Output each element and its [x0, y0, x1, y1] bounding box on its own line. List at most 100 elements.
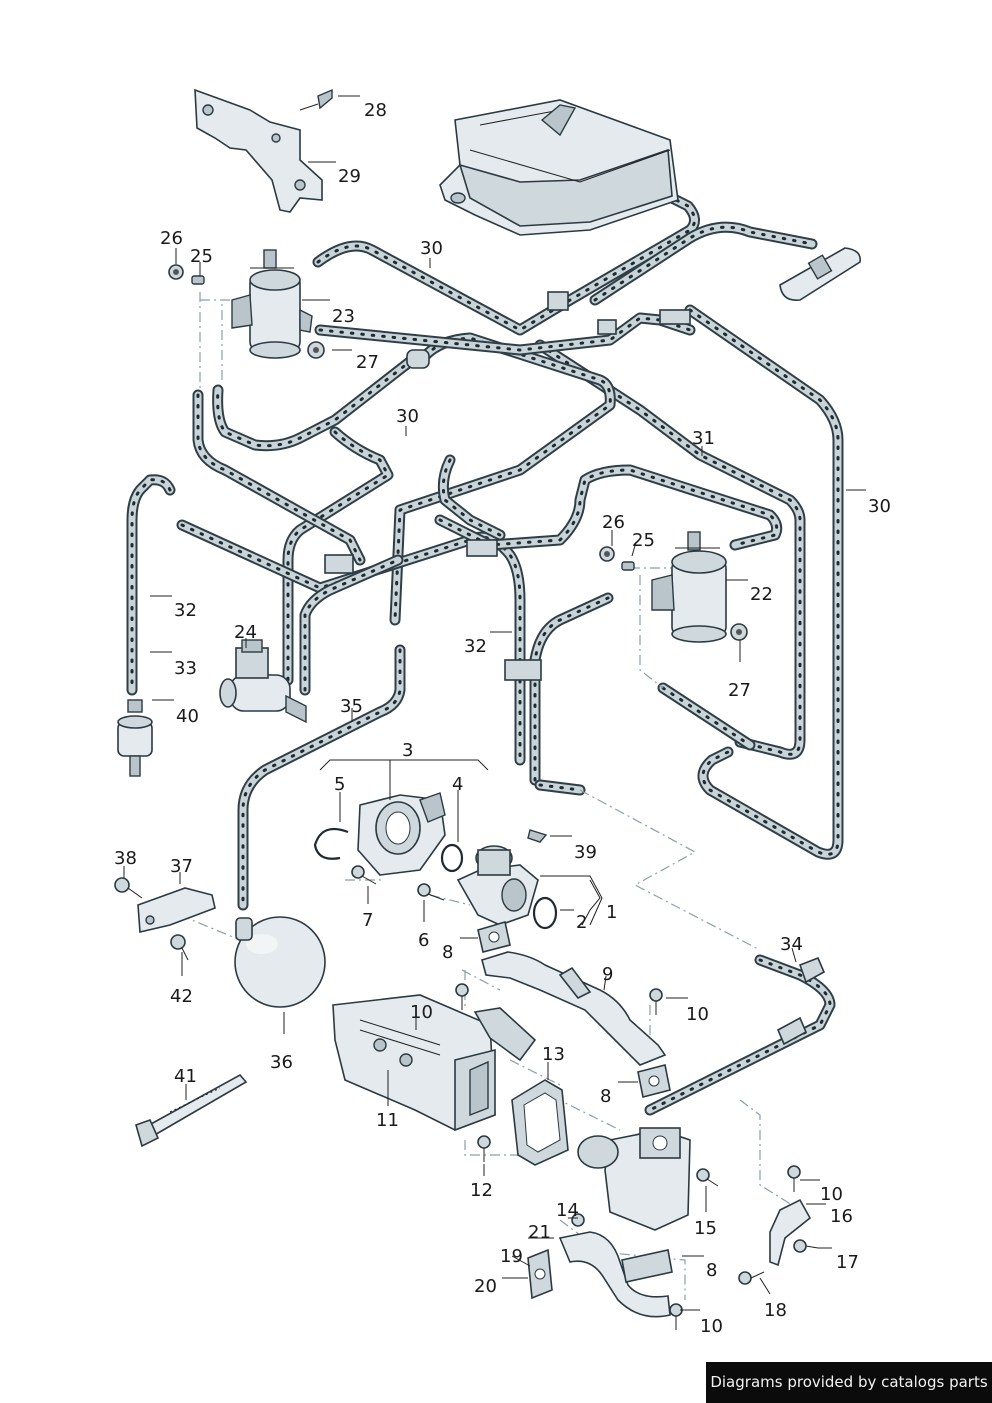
vacuum-hose — [644, 954, 836, 1116]
callout-8: 8 — [706, 1260, 717, 1281]
vacuum-hose — [684, 304, 844, 860]
egr-module-lower — [577, 1127, 691, 1231]
callout-38: 38 — [114, 848, 137, 869]
hose-network — [126, 190, 844, 1116]
callout-30: 30 — [420, 238, 443, 259]
bolt-42 — [170, 934, 189, 961]
cable-tie-41 — [135, 1073, 248, 1148]
callout-8: 8 — [442, 942, 453, 963]
callout-39: 39 — [574, 842, 597, 863]
bolt-17 — [793, 1239, 819, 1253]
bolt-10b — [649, 988, 663, 1015]
callout-30: 30 — [868, 496, 891, 517]
hose-clip-f — [504, 659, 542, 681]
vacuum-valve-24 — [219, 639, 307, 724]
callout-12: 12 — [470, 1180, 493, 1201]
bracket-37 — [137, 887, 216, 933]
parts-layer — [114, 88, 862, 1330]
callout-16: 16 — [830, 1206, 853, 1227]
callout-28: 28 — [364, 100, 387, 121]
callout-10: 10 — [820, 1184, 843, 1205]
throttle-body-3 — [357, 792, 446, 876]
callout-17: 17 — [836, 1252, 859, 1273]
vacuum-hose — [312, 190, 700, 336]
gasket-8c — [621, 1249, 673, 1283]
callout-31: 31 — [692, 428, 715, 449]
vacuum-hose — [589, 221, 818, 306]
callout-23: 23 — [332, 306, 355, 327]
callout-27: 27 — [356, 352, 379, 373]
callout-37: 37 — [170, 856, 193, 877]
callout-33: 33 — [174, 658, 197, 679]
solenoid-valve-22 — [651, 531, 727, 643]
vacuum-hose — [529, 592, 614, 786]
bolt-15 — [696, 1168, 719, 1187]
callout-35: 35 — [340, 696, 363, 717]
callout-22: 22 — [750, 584, 773, 605]
callout-40: 40 — [176, 706, 199, 727]
hose-clip-d — [324, 554, 354, 574]
callout-4: 4 — [452, 774, 463, 795]
callout-26: 26 — [602, 512, 625, 533]
nut-14 — [571, 1213, 585, 1227]
callout-27: 27 — [728, 680, 751, 701]
callout-30: 30 — [396, 406, 419, 427]
nut-26b — [599, 546, 615, 562]
callout-7: 7 — [362, 910, 373, 931]
o-ring-4 — [440, 843, 464, 873]
vacuum-hose — [389, 332, 616, 626]
callout-15: 15 — [694, 1218, 717, 1239]
callout-1: 1 — [606, 902, 617, 923]
hose-clip-c — [659, 309, 691, 325]
bolt-10a — [455, 983, 469, 1010]
vacuum-reservoir-36 — [234, 916, 326, 1008]
vacuum-hose — [534, 339, 806, 760]
callout-14: 14 — [556, 1200, 579, 1221]
callout-42: 42 — [170, 986, 193, 1007]
bolt-38 — [114, 877, 143, 899]
vacuum-hose — [192, 389, 366, 566]
bolt-10c — [787, 1165, 801, 1192]
hose-clip-g — [406, 349, 430, 369]
callout-21: 21 — [528, 1222, 551, 1243]
circlip-5 — [313, 827, 349, 860]
nut-27a — [307, 341, 325, 359]
callout-10: 10 — [410, 1002, 433, 1023]
bracket-29 — [194, 88, 323, 213]
egr-pipe-9 — [481, 951, 667, 1066]
air-filter-housing — [439, 99, 679, 236]
cap-25b — [621, 561, 635, 571]
callout-26: 26 — [160, 228, 183, 249]
callout-5: 5 — [334, 774, 345, 795]
callout-2: 2 — [576, 912, 587, 933]
hose-clip-b — [597, 319, 617, 335]
gasket-8a — [477, 920, 511, 953]
nut-27b — [730, 623, 748, 641]
callout-18: 18 — [764, 1300, 787, 1321]
gasket-19-20 — [527, 1248, 553, 1300]
leader-lines — [123, 95, 866, 1311]
bolt-18 — [738, 1271, 765, 1285]
gasket-8b — [637, 1064, 671, 1098]
screw-6 — [417, 883, 445, 901]
gasket-13 — [511, 1079, 569, 1166]
egr-cooler-11 — [332, 994, 537, 1132]
o-ring-2 — [532, 896, 558, 930]
nut-26a — [168, 264, 184, 280]
callout-25: 25 — [190, 246, 213, 267]
callout-labels: 28 2 9 26 25 30 23 27 30 31 30 26 25 22 3… — [114, 100, 891, 1337]
egr-pipe-lower — [558, 1231, 671, 1318]
callout-25: 25 — [632, 530, 655, 551]
vacuum-hose — [434, 464, 783, 551]
vacuum-hose — [126, 474, 176, 696]
solenoid-valve-23 — [231, 249, 313, 359]
callout-11: 11 — [376, 1110, 399, 1131]
callout-10: 10 — [700, 1316, 723, 1337]
bolt-10d — [669, 1303, 683, 1330]
callout-9: 9 — [602, 964, 613, 985]
callout-6: 6 — [418, 930, 429, 951]
callout-20: 20 — [474, 1276, 497, 1297]
callout-32: 32 — [174, 600, 197, 621]
